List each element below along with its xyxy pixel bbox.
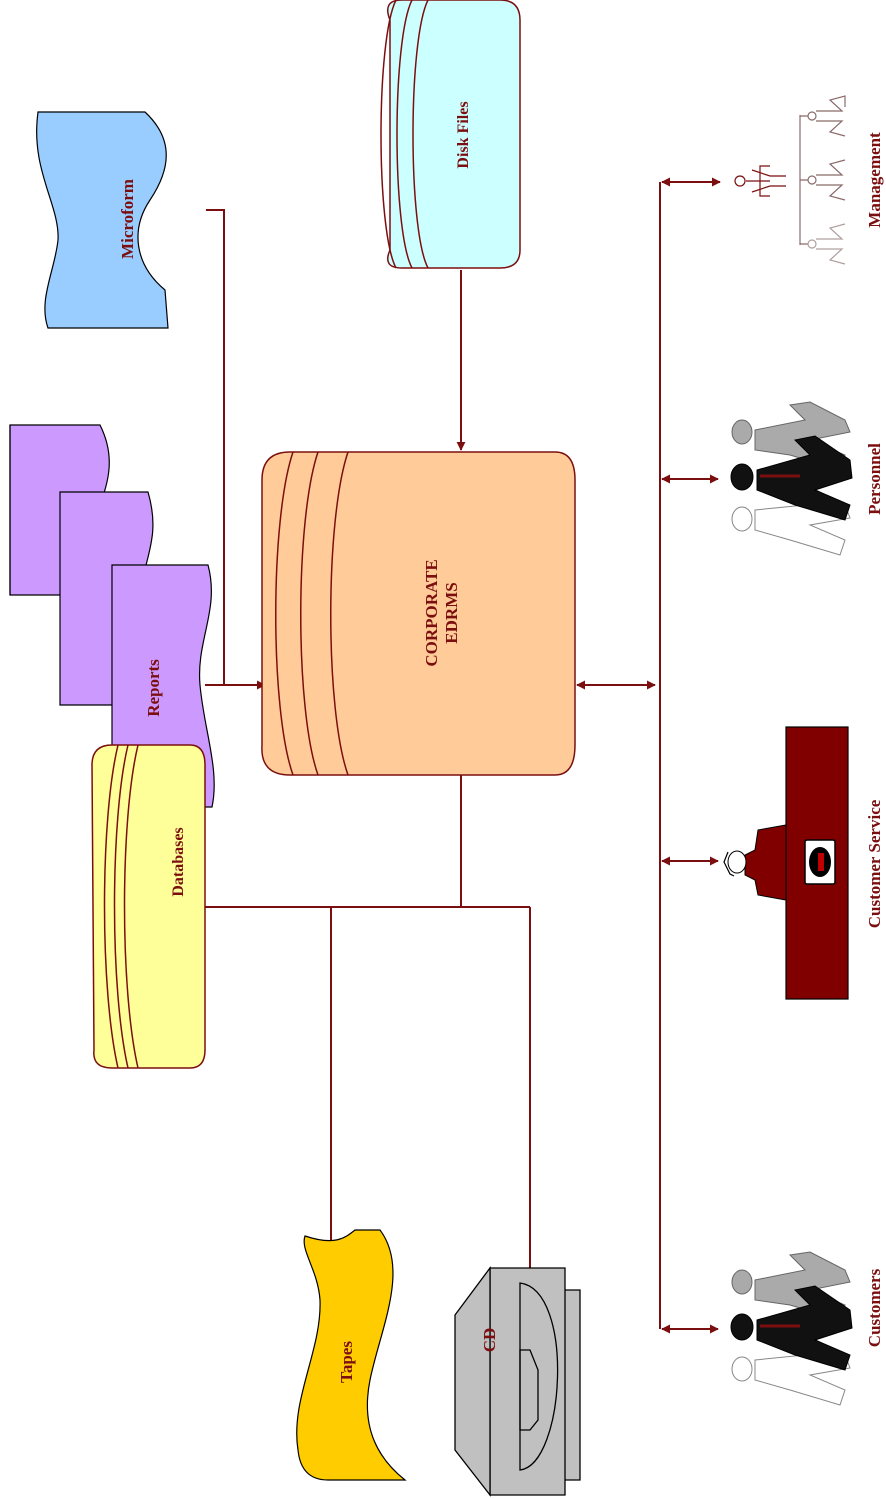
personnel-icon [731, 402, 852, 555]
management-icon [735, 96, 845, 264]
edrms-label-line1: CORPORATE [422, 559, 441, 666]
microform-label: Microform [118, 179, 137, 259]
edrms-cylinder [262, 452, 575, 775]
service-agent [745, 825, 786, 900]
edrms-label-line2: EDRMS [442, 582, 461, 643]
cd-label: CD [480, 1328, 499, 1353]
disk-files-label: Disk Files [455, 101, 472, 168]
tapes-label: Tapes [337, 1341, 356, 1383]
customer-service-icon [724, 727, 848, 999]
databases-label: Databases [170, 827, 187, 896]
databases-cylinder [92, 745, 205, 1068]
management-label: Management [865, 132, 884, 228]
personnel-label: Personnel [865, 443, 884, 515]
reports-label: Reports [144, 659, 163, 717]
customer-service-label: Customer Service [865, 799, 884, 928]
microform-shape [37, 112, 168, 328]
customers-icon [731, 1252, 852, 1405]
disk-files-cylinder [381, 0, 520, 268]
customers-label: Customers [865, 1268, 884, 1347]
cd-drive [455, 1268, 580, 1495]
